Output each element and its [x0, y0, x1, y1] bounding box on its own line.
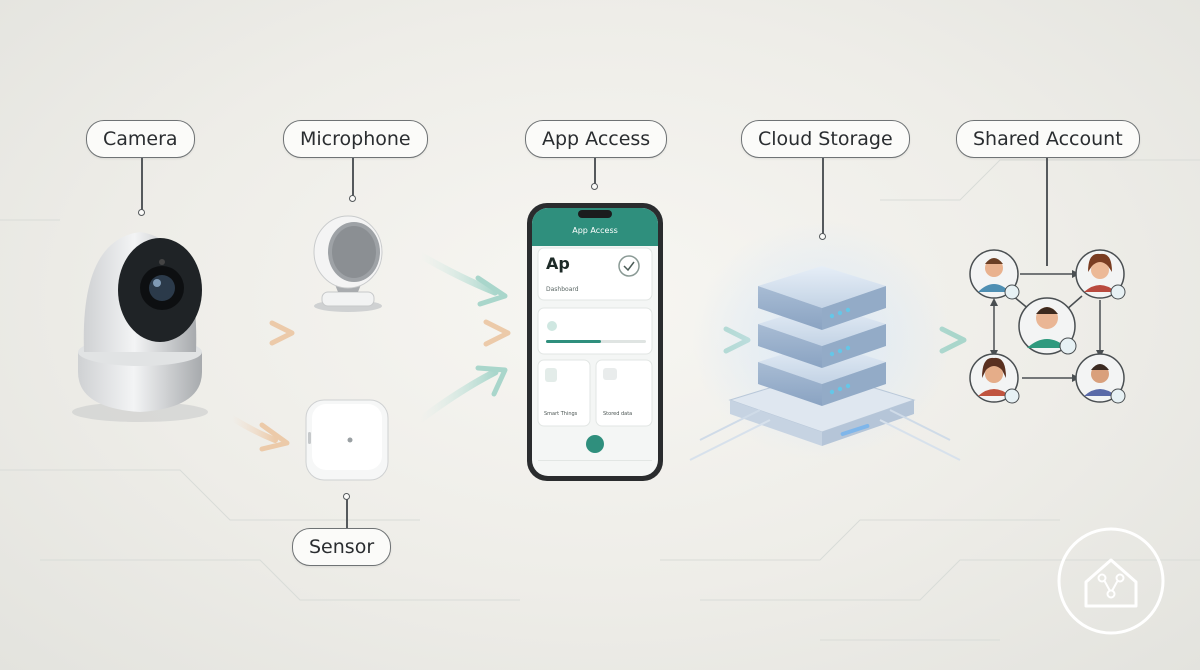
camera-connector: [141, 158, 143, 210]
flow-arrow-mic-app: [416, 251, 499, 296]
flow-arrow-camera-sensor: [229, 415, 278, 443]
person-avatar-top-left: [969, 249, 1020, 300]
phone-header-text: App Access: [572, 226, 618, 235]
home-network-icon: [1057, 527, 1165, 635]
camera-label: Camera: [86, 120, 195, 158]
shared-account-label: Shared Account: [956, 120, 1140, 158]
person-avatar-center: [1018, 297, 1077, 355]
cloud-storage-stack: [689, 220, 961, 461]
person-avatar-bottom-left: [969, 353, 1020, 404]
microphone-device: [313, 215, 383, 312]
cloud-storage-label: Cloud Storage: [741, 120, 910, 158]
phone-tile-right-label: Stored data: [603, 411, 633, 417]
cloud-storage-connector-dot: [819, 233, 826, 240]
sensor-connector: [346, 498, 348, 528]
phone-card-subtitle: Dashboard: [546, 286, 579, 293]
microphone-connector-dot: [349, 195, 356, 202]
camera-connector-dot: [138, 209, 145, 216]
person-avatar-top-right: [1075, 249, 1126, 300]
app-access-connector-dot: [591, 183, 598, 190]
circuit-lines: [0, 159, 1200, 641]
phone-tile-left-label: Smart Things: [544, 411, 578, 417]
flow-arrow-sensor-app: [416, 368, 499, 424]
app-access-label: App Access: [525, 120, 668, 158]
microphone-connector: [352, 158, 354, 196]
cloud-storage-connector: [822, 158, 824, 234]
sensor-label: Sensor: [292, 528, 392, 566]
microphone-label: Microphone: [283, 120, 428, 158]
phone-device: [527, 203, 663, 481]
app-access-connector: [594, 158, 596, 184]
sensor-device: [305, 399, 389, 481]
shared-account-connector: [1046, 158, 1048, 266]
phone-card-title: Ap: [546, 254, 570, 273]
person-avatar-bottom-right: [1075, 353, 1126, 404]
camera-device: [72, 232, 208, 422]
sensor-connector-dot: [343, 493, 350, 500]
